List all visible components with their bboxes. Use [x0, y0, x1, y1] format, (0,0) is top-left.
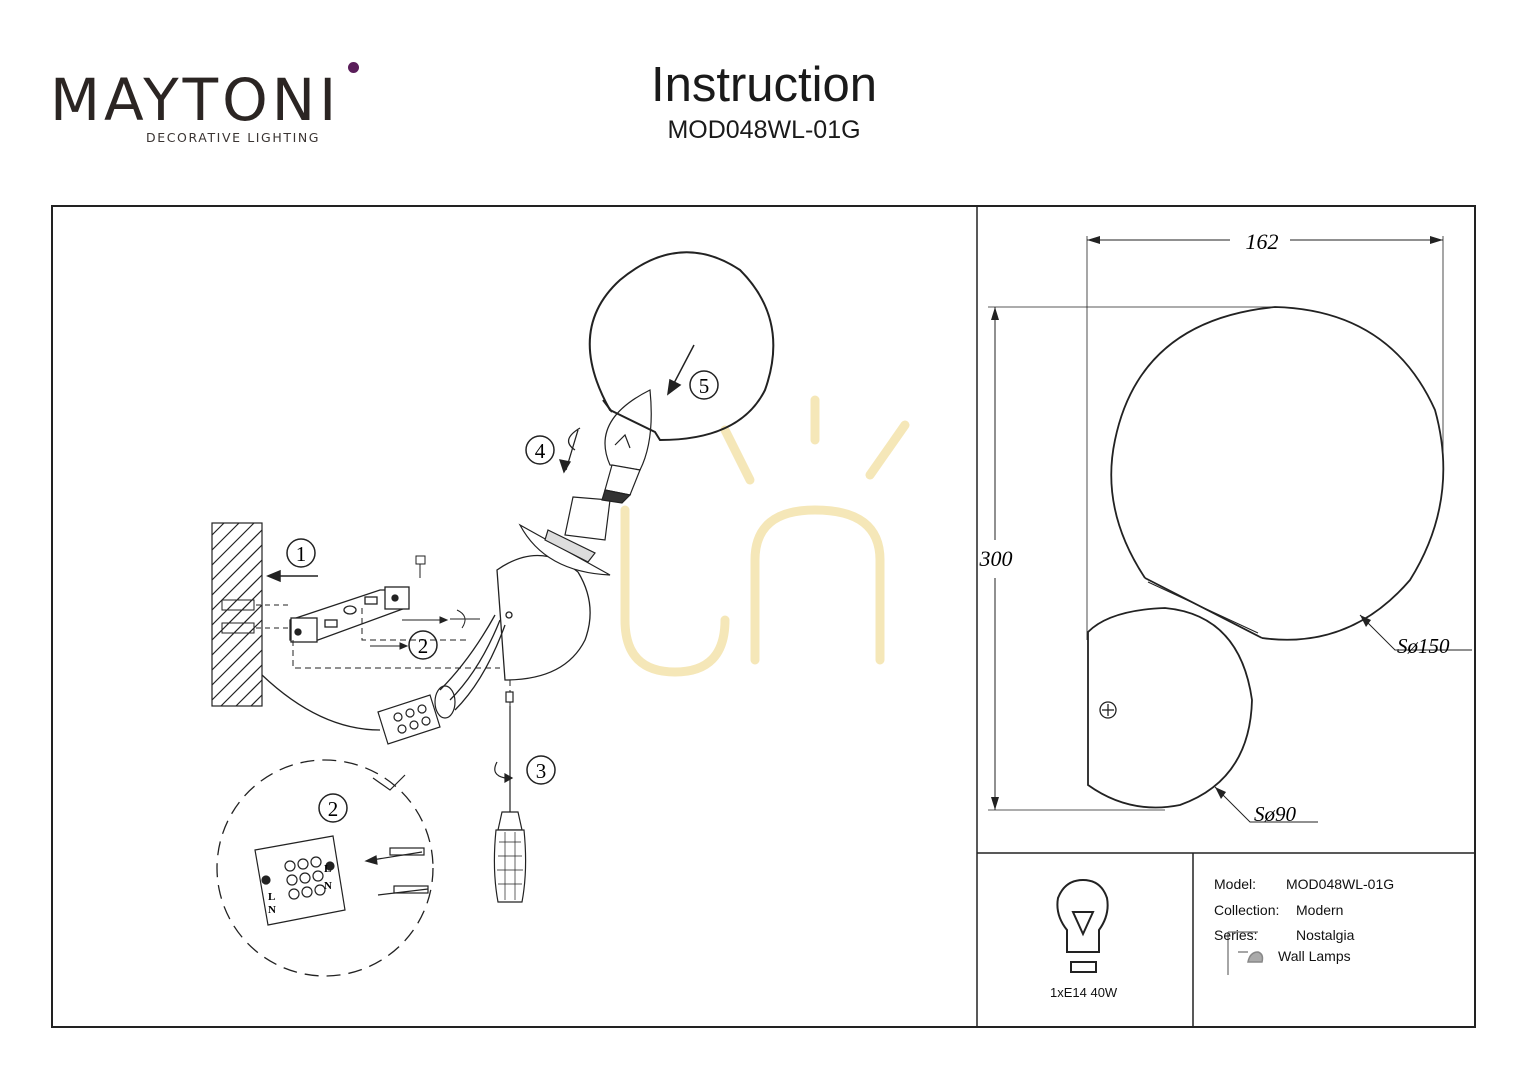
- brand-tagline: DECORATIVE LIGHTING: [146, 130, 321, 145]
- model-label: Model:: [1214, 876, 1257, 892]
- terminal-block-icon: [377, 685, 456, 745]
- screw-icon: [415, 555, 426, 578]
- wires-icon: [261, 614, 506, 731]
- page-title: Instruction: [650, 58, 878, 112]
- watermark-icon: [620, 395, 910, 677]
- step-4-number: 4: [535, 439, 546, 463]
- wire-ends-icon: [364, 847, 429, 896]
- instruction-frame: [51, 205, 1476, 1028]
- wall-lamp-icon: [1227, 931, 1264, 975]
- step-3-badge: [526, 755, 556, 785]
- bulb-icon: [601, 389, 652, 504]
- terminal-label-right-n: N: [324, 880, 332, 892]
- terminal-label-left-n: N: [268, 904, 276, 916]
- width-dimension: 162: [1246, 229, 1279, 254]
- model-code: MOD048WL-01G: [667, 116, 861, 144]
- series-label: Series:: [1214, 927, 1258, 943]
- detail-step-badge: [318, 793, 348, 823]
- mounting-bracket-icon: [289, 586, 410, 643]
- step-2-number: 2: [418, 634, 429, 658]
- wall-anchor-icon: [221, 599, 290, 634]
- step-5-number: 5: [699, 374, 710, 398]
- collection-label: Collection:: [1214, 902, 1280, 918]
- lamp-holder-cup-icon: [518, 496, 611, 576]
- bulb-spec-icon: [1056, 878, 1109, 973]
- brand-logo: MAYTONI: [50, 58, 370, 148]
- detail-terminal-block-icon: [254, 835, 346, 926]
- step-1-arrow: [266, 569, 318, 583]
- terminal-label-left: L: [268, 891, 275, 903]
- step-1-number: 1: [296, 542, 307, 566]
- bulb-spec-text: 1xE14 40W: [1050, 985, 1118, 1000]
- step-3-number: 3: [536, 759, 547, 783]
- glass-shade-icon: [588, 251, 775, 442]
- screwdriver-icon: [493, 691, 527, 903]
- callout-pointer: [372, 774, 406, 791]
- lamp-base-sphere-icon: [496, 554, 591, 681]
- small-sphere-dimension: Sø90: [1254, 802, 1297, 826]
- step-1-badge: [286, 538, 316, 568]
- brand-name: MAYTONI: [50, 66, 341, 134]
- step-4-badge: [525, 435, 555, 465]
- wall-icon: [211, 522, 263, 707]
- step-4-arrow: [559, 427, 581, 474]
- terminal-label-right: L: [324, 863, 331, 875]
- detail-step-number: 2: [328, 797, 339, 821]
- series-value: Nostalgia: [1296, 927, 1355, 943]
- dimension-drawing: [988, 236, 1472, 823]
- screw-set-icon: [370, 609, 480, 650]
- height-dimension: 300: [979, 546, 1013, 571]
- brand-dot-icon: [348, 62, 359, 73]
- model-value: MOD048WL-01G: [1286, 876, 1395, 892]
- step-5-badge: [689, 370, 719, 400]
- category-value: Wall Lamps: [1278, 948, 1351, 964]
- step-5-arrow: [667, 344, 695, 396]
- step-2-badge: [408, 630, 438, 660]
- large-sphere-dimension: Sø150: [1397, 634, 1450, 658]
- wiring-detail-callout: [216, 759, 434, 977]
- collection-value: Modern: [1296, 902, 1344, 918]
